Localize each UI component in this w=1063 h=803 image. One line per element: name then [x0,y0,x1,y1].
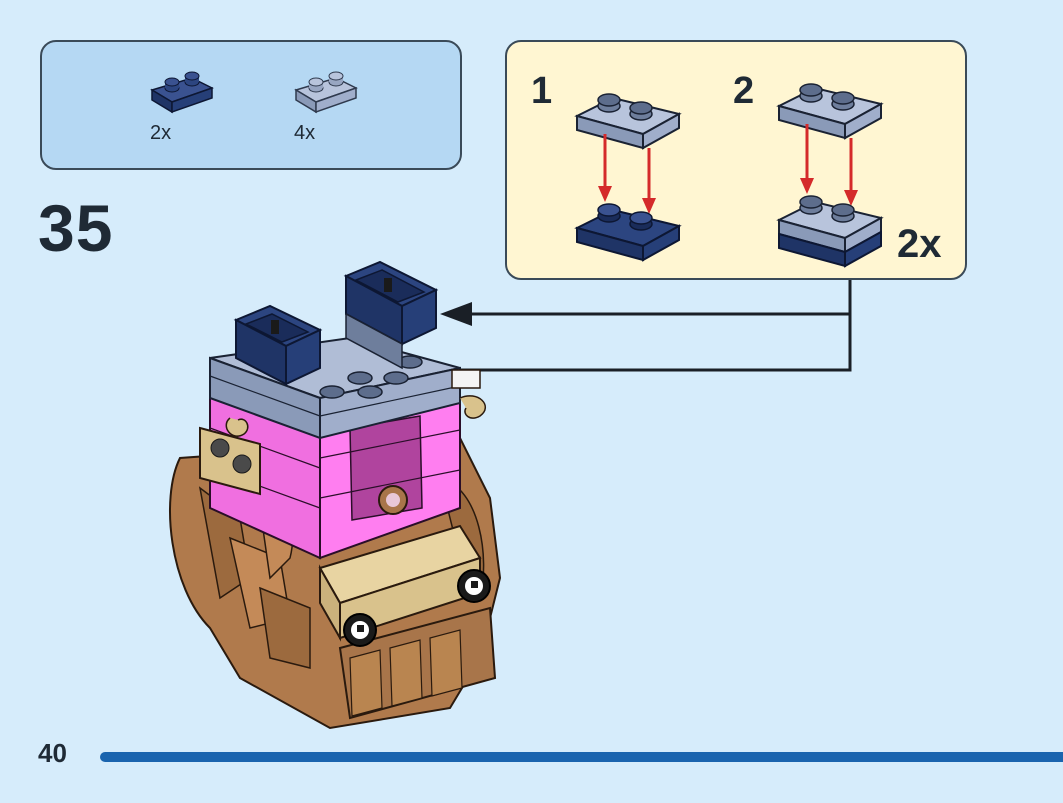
parts-list-box: 2x 4x [40,40,462,170]
subassembly-multiplier: 2x [897,222,942,266]
subassembly-box: 1 2 2x [505,40,967,280]
page-number: 40 [38,738,67,768]
substep-2-number: 2 [733,70,755,112]
part-dark-blue-plate [150,71,214,114]
substep-1-illustration [574,93,682,262]
model-illustration [169,260,502,730]
part-sand-blue-plate [294,71,358,114]
page-progress-bar [100,752,1063,762]
part-sand-blue-qty: 4x [294,122,316,144]
substep-2-illustration [776,83,884,268]
substep-1-number: 1 [531,70,553,112]
part-dark-blue-qty: 2x [150,122,172,144]
step-number: 35 [38,191,114,265]
